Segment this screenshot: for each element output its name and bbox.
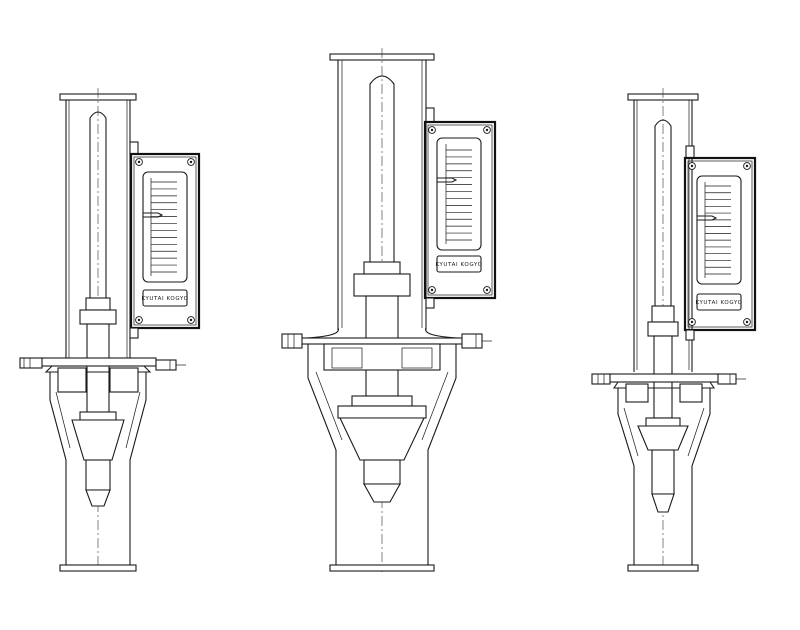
flowmeter-compact: KYUTAI KOGYO [591,88,757,572]
flowmeter-large: KYUTAI KOGYO [281,48,497,572]
nameplate-label-3: KYUTAI KOGYO [695,300,742,306]
nameplate-label-2: KYUTAI KOGYO [435,262,482,268]
flowmeter-small: KYUTAI KOGYO [19,88,201,572]
nameplate-label-1: KYUTAI KOGYO [141,296,188,302]
